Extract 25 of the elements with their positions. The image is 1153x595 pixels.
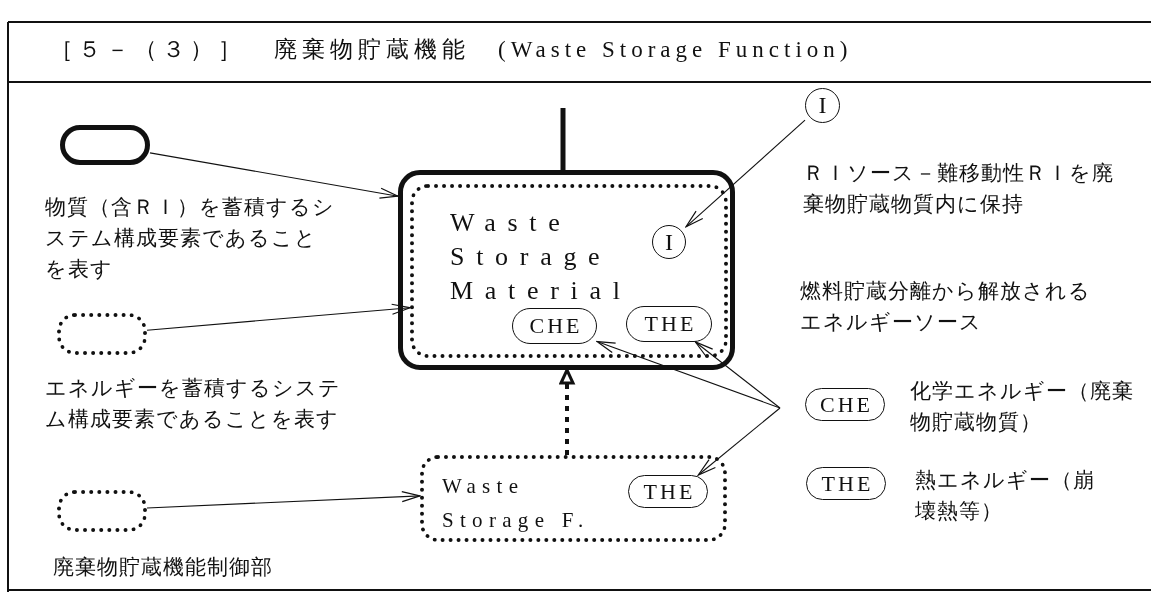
arrow: [596, 341, 781, 409]
rounded-box: [398, 170, 735, 370]
description-text: 廃棄物貯蔵機能制御部: [53, 554, 274, 581]
box-label: Waste Storage Material: [450, 207, 633, 307]
description-text: エネルギーを蓄積するシステム構成要素であることを表す: [45, 375, 342, 433]
dotted-rounded-box: [420, 455, 727, 542]
description-text: 熱エネルギー（崩壊熱等）: [915, 467, 1096, 525]
description-text: 燃料貯蔵分離から解放されるエネルギーソース: [800, 276, 1110, 346]
description-text: 化学エネルギー（廃棄物貯蔵物質）: [910, 378, 1135, 436]
arrow: [146, 303, 411, 331]
title: ［５－（３）］ 廃棄物貯蔵機能 (Waste Storage Function): [50, 36, 853, 64]
dotted-rounded-box-symbol: [57, 490, 147, 532]
dotted-rounded-box-symbol: [57, 313, 147, 355]
description-text: ＲＩソース－難移動性ＲＩを廃棄物貯蔵物質内に保持: [803, 160, 1115, 218]
arrow: [146, 491, 421, 509]
dotted-rounded-box: [410, 184, 728, 358]
arrow: [559, 368, 575, 455]
arrow: [697, 407, 781, 476]
connector-line: [560, 108, 566, 170]
description-text: 物質（含ＲＩ）を蓄積するシステム構成要素であることを表す: [45, 194, 335, 283]
solid-rounded-box-symbol: [60, 125, 150, 165]
arrow: [149, 152, 399, 199]
box-label: Waste Storage F.: [442, 473, 591, 534]
arrow: [694, 341, 781, 409]
arrow: [685, 119, 806, 228]
